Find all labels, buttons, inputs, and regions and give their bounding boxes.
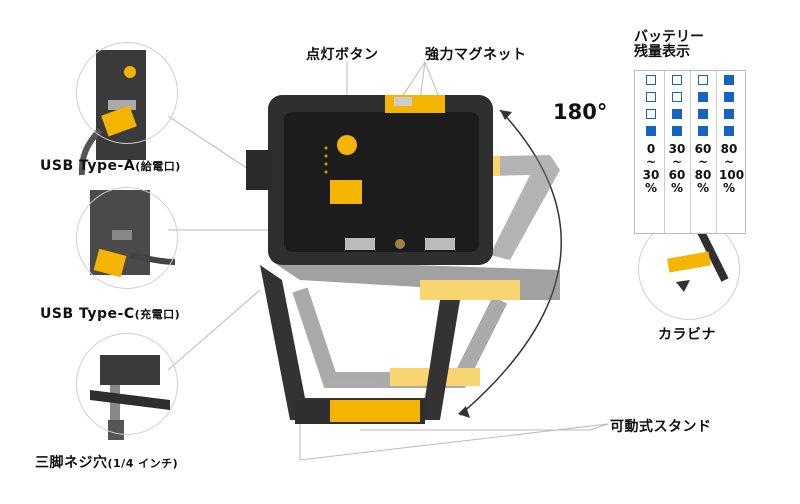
usb-a-circle [76,42,178,144]
magnet-right-icon [425,238,455,250]
battery-cell-on [698,126,708,136]
battery-cell-on [672,126,682,136]
battery-title-2: 残量表示 [634,44,690,60]
battery-cell-on [672,109,682,119]
battery-divider [690,71,691,233]
rotation-arc [459,109,562,416]
battery-indicator: バッテリー 残量表示 0~30% 30~60% 60~80% 80~100% [634,29,746,234]
tripod-hole-icon [395,239,405,249]
usb-c-label: USB Type-C(充電口) [40,306,181,322]
battery-column: 0~30% [641,75,661,195]
light-button-label: 点灯ボタン [306,47,379,63]
battery-column: 80~100% [719,75,744,195]
battery-column: 30~60% [667,75,687,195]
battery-cell-on [724,109,734,119]
battery-column: 60~80% [693,75,713,195]
carabiner-label: カラビナ [658,327,716,343]
power-button-icon [337,135,357,155]
tripod-label: 三脚ネジ穴(1/4 インチ) [35,455,179,471]
battery-cell-on [646,126,656,136]
battery-cell-off [672,92,682,102]
stand-label: 可動式スタンド [610,419,712,435]
battery-cell-on [724,92,734,102]
magnet-left-icon [345,238,375,250]
battery-cell-off [646,92,656,102]
battery-cell-on [698,92,708,102]
battery-range-label: 60~80% [694,142,712,195]
usb-c-circle [76,187,178,289]
tripod-circle [76,333,178,435]
battery-cell-off [646,75,656,85]
battery-cell-off [646,109,656,119]
battery-cell-on [724,126,734,136]
stand-ghost [270,260,560,388]
rotation-label: 180° [553,100,608,124]
battery-range-label: 30~60% [668,142,686,195]
battery-divider [716,71,717,233]
battery-cell-on [724,75,734,85]
battery-table: 0~30% 30~60% 60~80% 80~100% [634,70,746,234]
battery-cell-off [672,75,682,85]
battery-range-label: 0~30% [642,142,660,195]
battery-cell-on [698,109,708,119]
battery-cell-off [698,75,708,85]
front-stand [260,265,460,424]
magnet-label: 強力マグネット [425,47,527,63]
battery-range-label: 80~100% [719,142,745,195]
battery-title-1: バッテリー [634,29,704,45]
battery-divider [664,71,665,233]
usb-a-label: USB Type-A(給電口) [40,158,181,174]
light-panel [246,95,493,265]
